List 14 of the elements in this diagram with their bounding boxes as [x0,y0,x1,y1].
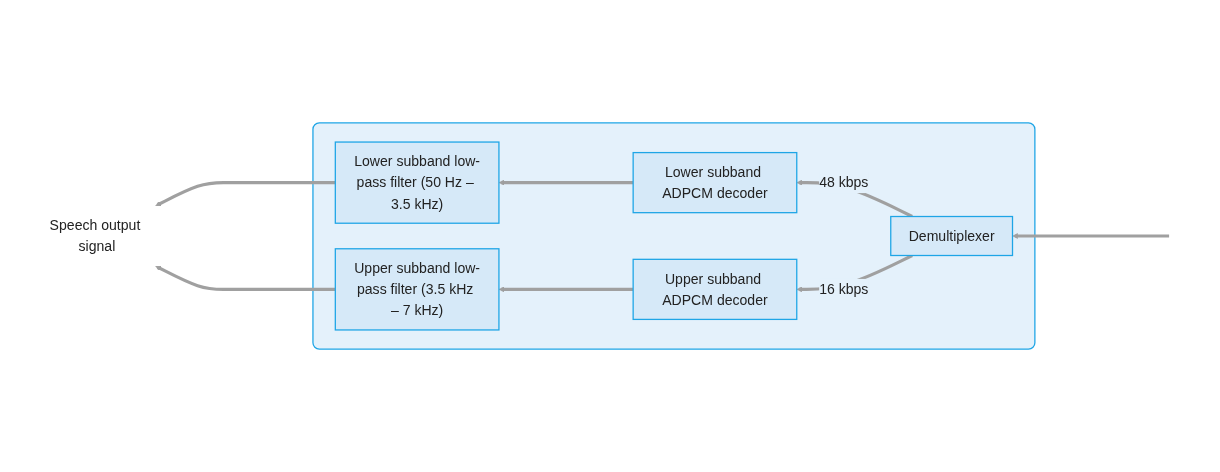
node-box: Lower subband ADPCM decoder [632,151,798,214]
node-box: Demultiplexer [890,215,1014,257]
node-box: Upper subband ADPCM decoder [632,258,798,321]
edge-label: 48 kbps [819,174,869,191]
arrow [498,179,634,186]
node-box: Lower subband low-pass filter (50 Hz – 3.5 kHz) [334,141,500,224]
node-text: Speech output signal [49,217,141,255]
arrow [155,181,336,207]
arrow [498,286,634,293]
node-box: Upper subband low-pass filter (3.5 kHz – 7 kHz) [334,248,500,331]
arrow [1012,233,1170,239]
edge-label: 16 kbps [819,281,869,298]
cluster [312,122,1036,350]
arrow [155,265,336,291]
